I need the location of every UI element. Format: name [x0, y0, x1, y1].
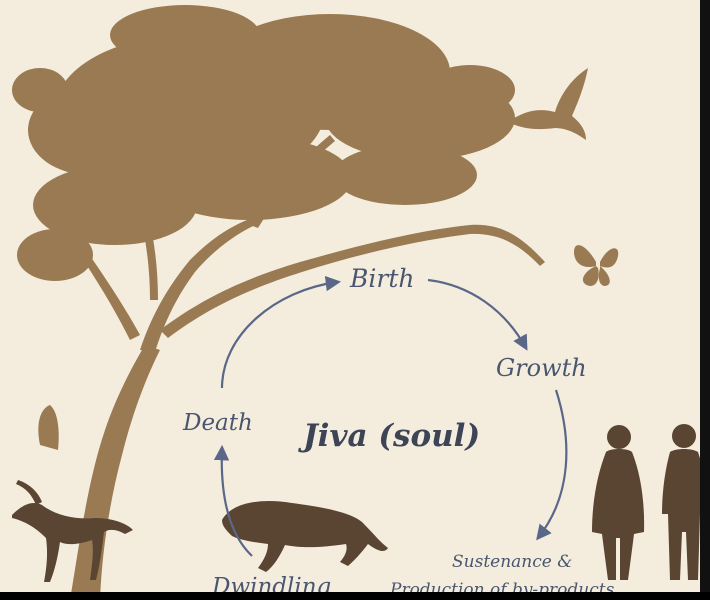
arrow-death-to-birth [222, 282, 338, 388]
stage-label-death: Death [183, 410, 253, 436]
stage-label-birth: Birth [350, 264, 414, 293]
antelope-icon [12, 480, 133, 582]
image-bottom-border [0, 592, 710, 600]
arrow-birth-to-growth [428, 280, 526, 348]
butterfly-icon [574, 245, 618, 286]
stage-label-sustenance: Sustenance & [452, 552, 572, 572]
center-label-jiva: Jiva (soul) [303, 418, 480, 454]
bird-icon [508, 68, 588, 140]
woman-icon [592, 425, 644, 580]
stage-label-growth: Growth [496, 354, 587, 382]
arrow-growth-to-sustenance [538, 390, 566, 538]
leopard-icon [222, 501, 388, 572]
image-edge-border [700, 0, 710, 600]
